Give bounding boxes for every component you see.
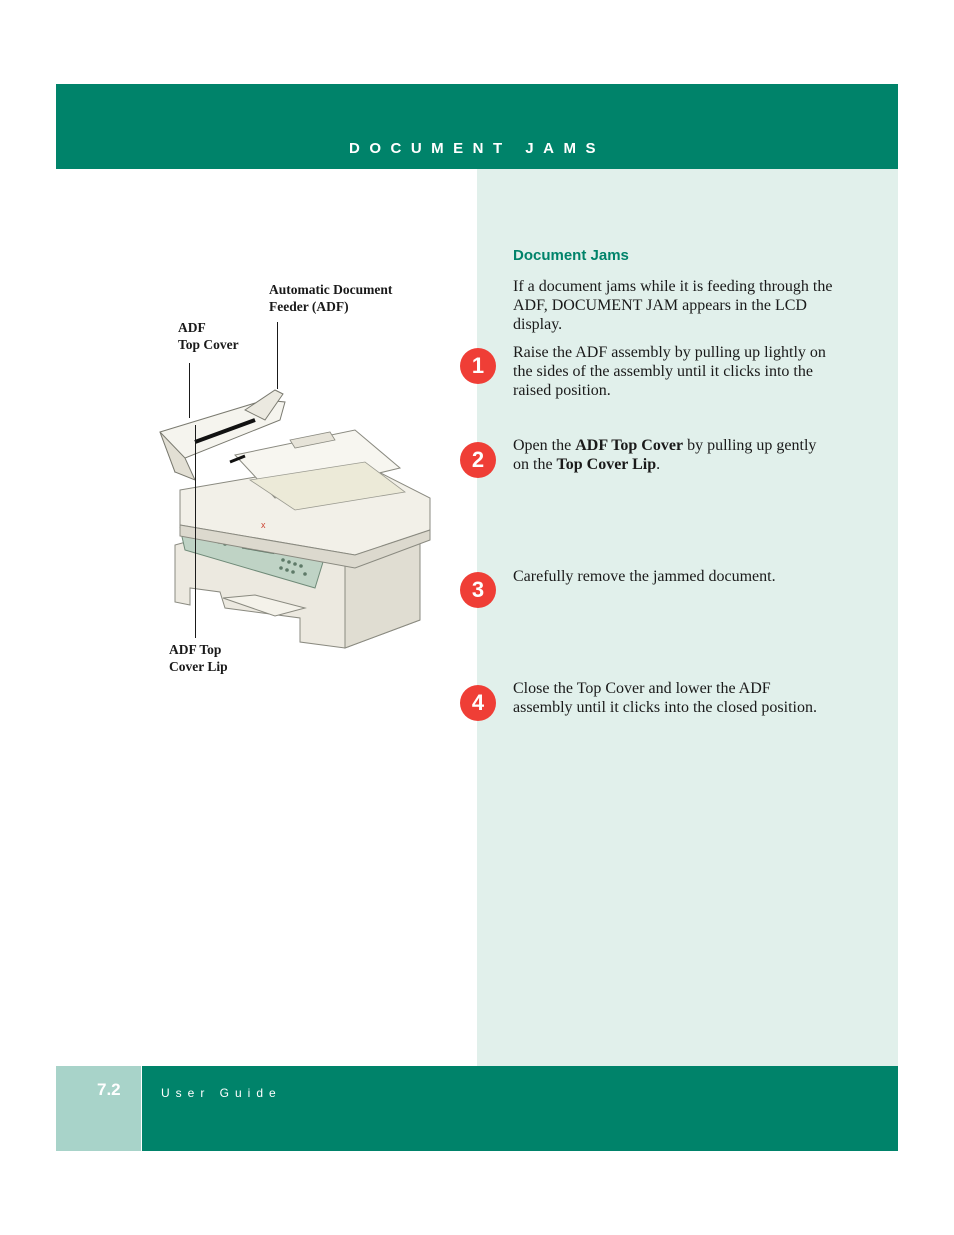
step-2-badge: 2	[460, 442, 496, 478]
top-cover-lip-leader-line	[195, 425, 196, 638]
top-cover-leader-line	[189, 363, 190, 418]
top-cover-lip-callout-label: ADF Top Cover Lip	[169, 642, 228, 674]
page-title: DOCUMENT JAMS	[348, 140, 605, 157]
intro-paragraph: If a document jams while it is feeding t…	[513, 278, 833, 333]
section-heading: Document Jams	[513, 247, 629, 264]
adf-callout-label: Automatic Document Feeder (ADF)	[269, 282, 393, 314]
svg-text:x: x	[261, 520, 266, 530]
page-number-tab	[56, 1066, 141, 1151]
step-1-text: Raise the ADF assembly by pulling up lig…	[513, 344, 826, 399]
instructions-panel	[477, 169, 898, 1066]
top-cover-callout-label: ADF Top Cover	[178, 320, 239, 352]
adf-top-cover-term: ADF Top Cover	[575, 437, 684, 454]
footer-band	[142, 1066, 898, 1151]
step-3-text: Carefully remove the jammed document.	[513, 568, 776, 585]
step-1-badge: 1	[460, 348, 496, 384]
step-4-text: Close the Top Cover and lower the ADF as…	[513, 680, 817, 716]
header-band	[56, 84, 898, 169]
step-4-badge: 4	[460, 685, 496, 721]
printer-illustration: x	[159, 389, 431, 649]
page-number: 7.2	[97, 1080, 121, 1099]
step-2-text: Open the ADF Top Cover by pulling up gen…	[513, 437, 817, 473]
footer-label: User Guide	[161, 1086, 282, 1100]
step-3-badge: 3	[460, 572, 496, 608]
adf-leader-line	[277, 322, 278, 389]
top-cover-lip-term: Top Cover Lip	[556, 456, 657, 473]
